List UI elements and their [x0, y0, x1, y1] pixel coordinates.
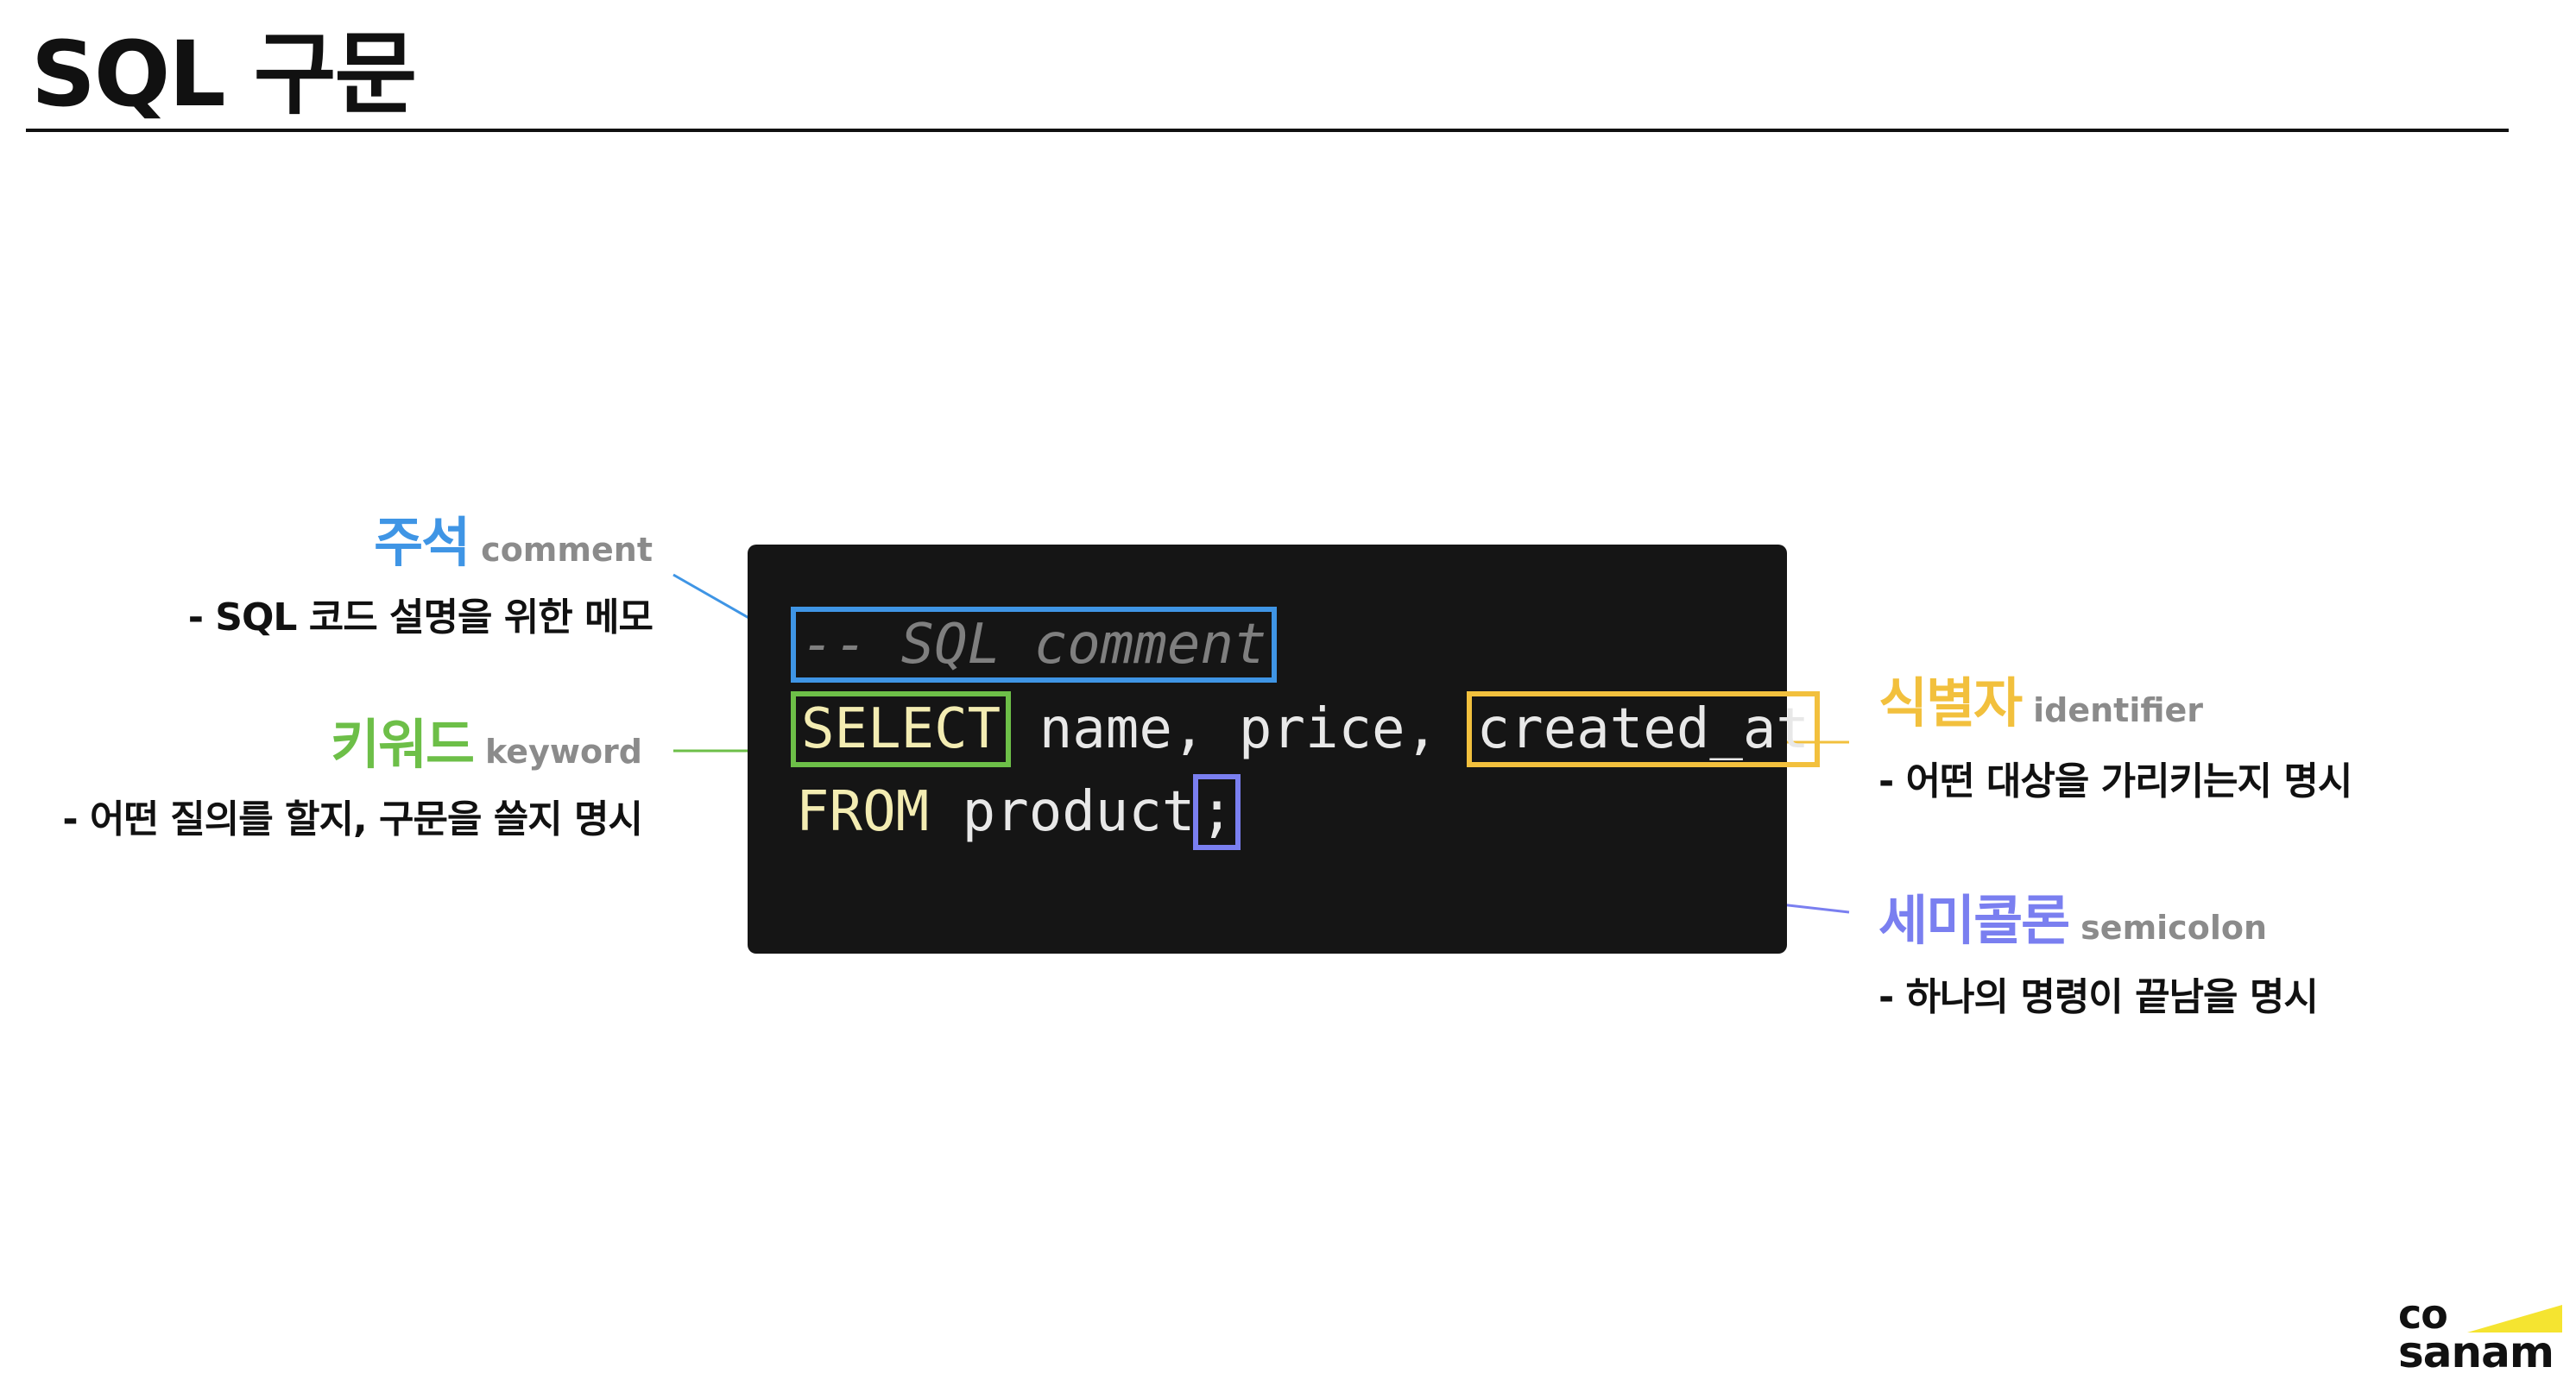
sql-comment: -- SQL comment [801, 613, 1267, 677]
code-line-from: FROM product; [796, 774, 1241, 850]
logo-text-co: co [2398, 1291, 2448, 1338]
identifier-label-ko: 식별자 [1878, 671, 2023, 734]
keyword-label-en: keyword [485, 733, 642, 771]
comment-label-ko: 주석 [374, 511, 470, 574]
semicolon-label-ko: 세미콜론 [1878, 889, 2070, 952]
cosanam-logo: co sanam [2398, 1295, 2562, 1374]
comment-description: - SQL 코드 설명을 위한 메모 [187, 595, 653, 639]
select-keyword: SELECT [801, 697, 1001, 761]
semicolon-char: ; [1200, 780, 1234, 844]
comment-highlight: -- SQL comment [791, 607, 1278, 683]
page-title: SQL 구문 [31, 22, 417, 127]
identifier-description: - 어떤 대상을 가리키는지 명시 [1878, 759, 2352, 803]
semicolon-highlight: ; [1193, 774, 1241, 850]
semicolon-label-en: semicolon [2080, 909, 2267, 947]
semicolon-description: - 하나의 명령이 끝남을 명시 [1878, 975, 2319, 1019]
title-divider [26, 129, 2509, 132]
identifier-highlight: created_at [1466, 691, 1820, 767]
table-name: product [929, 780, 1196, 844]
from-keyword: FROM [796, 780, 930, 844]
logo-text-sanam: sanam [2398, 1327, 2554, 1377]
identifier-label-en: identifier [2033, 691, 2204, 729]
keyword-label-ko: 키워드 [330, 713, 475, 776]
code-line-select: SELECT name, price, created_at [791, 691, 1820, 767]
keyword-highlight: SELECT [791, 691, 1012, 767]
logo-accent-bar [2467, 1305, 2562, 1332]
keyword-description: - 어떤 질의를 할지, 구문을 쓸지 명시 [62, 797, 643, 841]
identifier-created-at: created_at [1476, 697, 1809, 761]
code-block: -- SQL comment SELECT name, price, creat… [748, 545, 1820, 954]
comment-label-en: comment [481, 531, 653, 569]
code-line-comment: -- SQL comment [791, 607, 1278, 683]
select-columns: name, price, [1006, 697, 1472, 761]
